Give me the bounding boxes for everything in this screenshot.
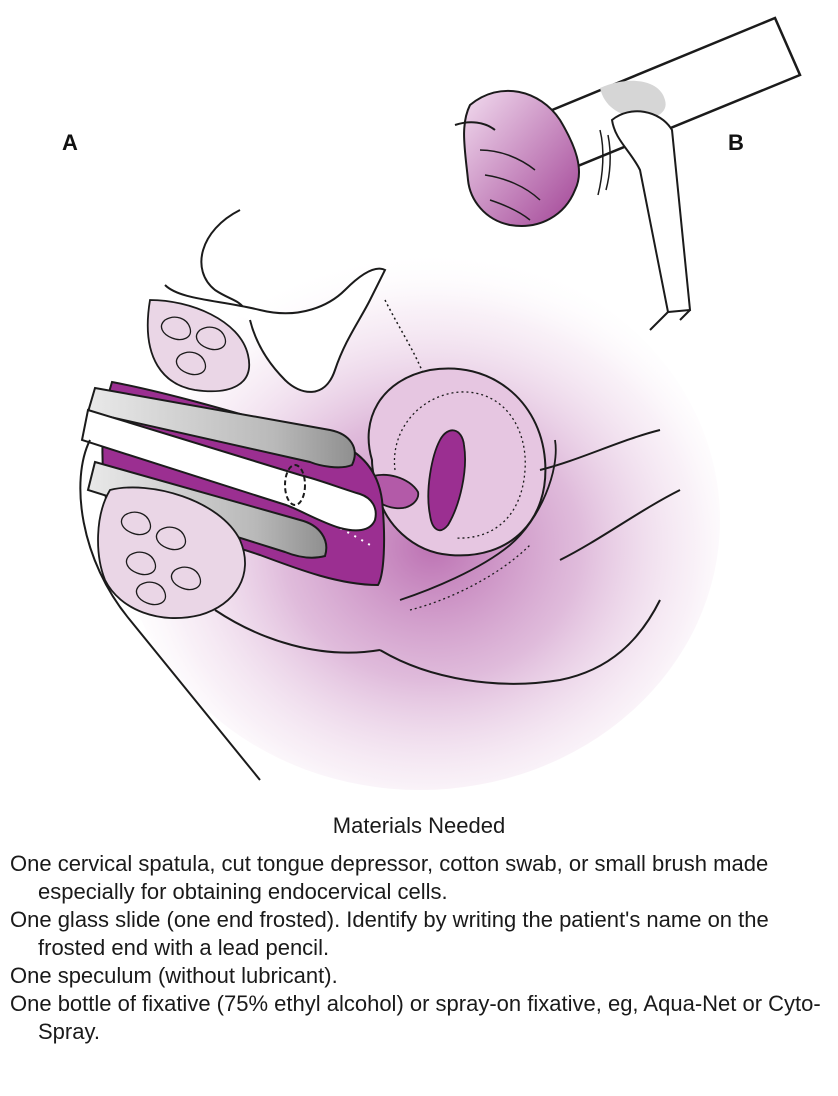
panel-label-b: B bbox=[728, 130, 744, 156]
materials-item-fixative: One bottle of fixative (75% ethyl alcoho… bbox=[10, 990, 838, 1046]
spatula-b bbox=[612, 111, 690, 312]
materials-item-spatula: One cervical spatula, cut tongue depress… bbox=[10, 850, 838, 906]
materials-list: One cervical spatula, cut tongue depress… bbox=[0, 850, 838, 1046]
panel-label-a: A bbox=[62, 130, 78, 156]
materials-item-speculum: One speculum (without lubricant). bbox=[10, 962, 838, 990]
anatomical-illustration: A B bbox=[0, 0, 838, 800]
materials-item-slide: One glass slide (one end frosted). Ident… bbox=[10, 906, 838, 962]
illustration-svg bbox=[0, 0, 838, 800]
spatula-b-handle bbox=[650, 310, 690, 330]
materials-caption: Materials Needed One cervical spatula, c… bbox=[0, 812, 838, 1096]
caption-title: Materials Needed bbox=[0, 812, 838, 840]
outline-curve-upper bbox=[201, 210, 245, 310]
